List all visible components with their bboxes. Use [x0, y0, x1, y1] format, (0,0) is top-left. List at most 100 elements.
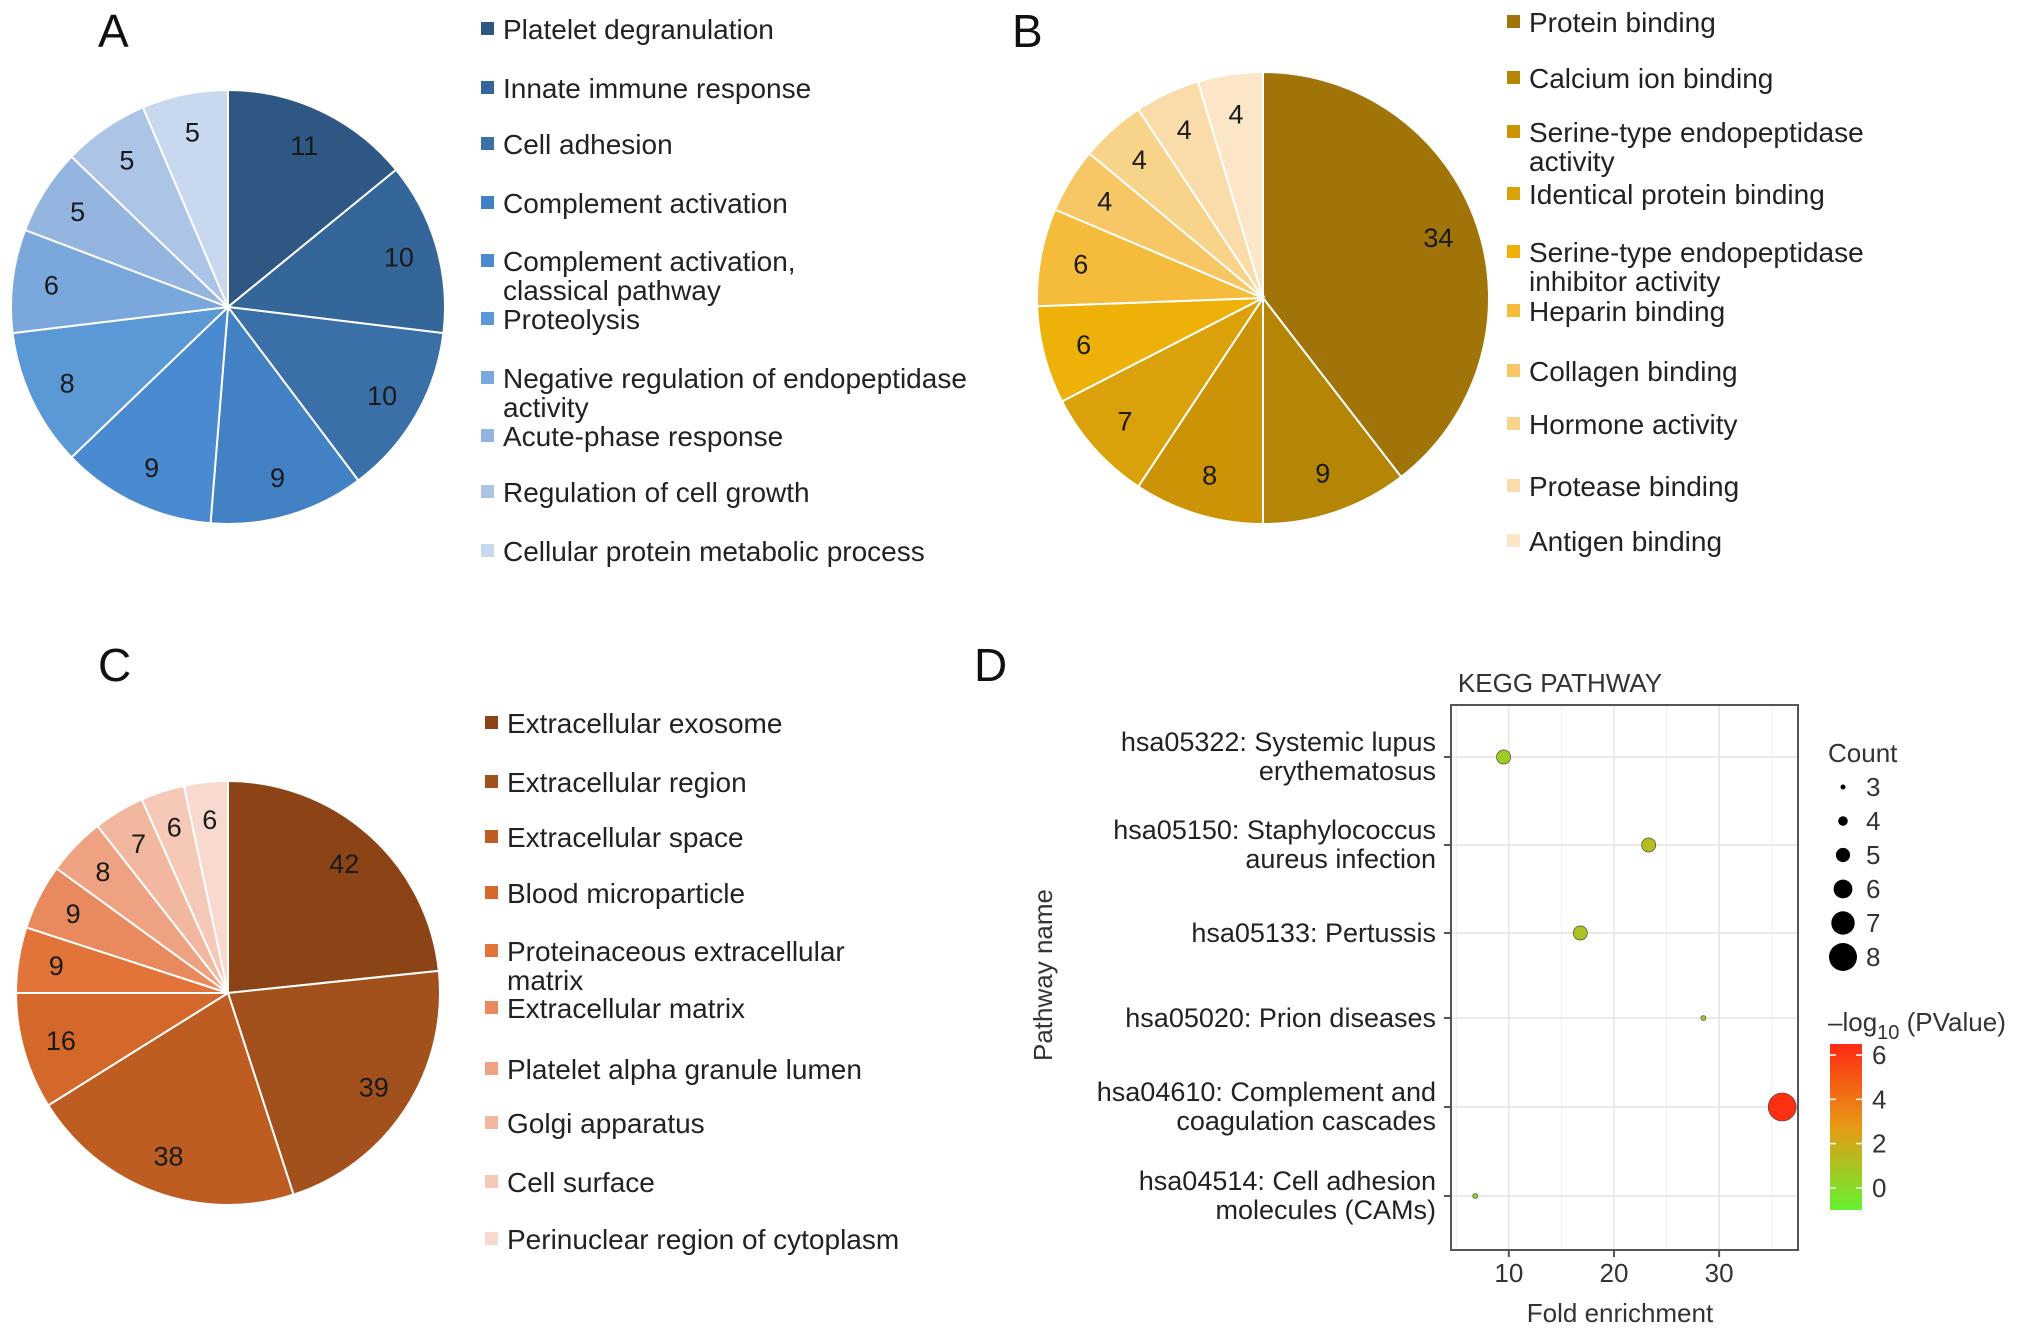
slice-value-label: 4 — [1228, 100, 1243, 130]
color-bar — [1830, 1044, 1862, 1210]
slice-value-label: 5 — [119, 146, 134, 176]
legend-swatch — [485, 944, 498, 957]
pathway-label-line: hsa05150: Staphylococcus — [1113, 815, 1436, 845]
slice-value-label: 10 — [367, 381, 397, 411]
legend-label-line: inhibitor activity — [1529, 266, 1720, 297]
legend-swatch — [1507, 125, 1520, 138]
slice-value-label: 4 — [1177, 115, 1192, 145]
legend-label-line: Blood microparticle — [507, 878, 745, 909]
plot-panel-border — [1450, 704, 1799, 1251]
size-legend-dot — [1829, 943, 1857, 971]
pie-slice — [1262, 70, 1490, 479]
legend-swatch — [485, 830, 498, 843]
slice-value-label: 8 — [1202, 461, 1217, 491]
slice-value-label: 10 — [384, 243, 414, 273]
legend-swatch — [481, 371, 494, 384]
color-legend-title-rest: (PValue) — [1899, 1007, 2005, 1037]
slice-value-label: 6 — [202, 805, 217, 835]
legend-label: Protein binding — [1529, 7, 1716, 38]
legend-label: Regulation of cell growth — [503, 477, 810, 508]
slice-value-label: 9 — [49, 951, 64, 981]
pie-slice — [1262, 295, 1403, 526]
pie-slice — [1136, 294, 1264, 526]
legend-label: Complement activation,classical pathway — [503, 246, 796, 306]
legend-swatch — [1507, 187, 1520, 200]
slice-value-label: 34 — [1423, 223, 1453, 253]
legend-swatch — [481, 544, 494, 557]
legend-label: Cellular protein metabolic process — [503, 536, 925, 567]
pie-slice — [11, 305, 231, 459]
legend-label: Complement activation — [503, 188, 788, 219]
legend-label: Hormone activity — [1529, 409, 1738, 440]
legend-swatch — [481, 22, 494, 35]
slice-value-label: 9 — [270, 463, 285, 493]
legend-label-line: Extracellular matrix — [507, 993, 745, 1024]
pathway-label: hsa05133: Pertussis — [1191, 918, 1436, 948]
size-legend-dot — [1838, 816, 1848, 826]
pie-slice — [70, 304, 230, 525]
color-tick-label: 0 — [1872, 1173, 1886, 1203]
data-point — [1572, 925, 1588, 941]
legend-swatch — [485, 1062, 498, 1075]
legend-swatch — [481, 81, 494, 94]
legend-swatch — [485, 1001, 498, 1014]
size-legend-label: 8 — [1866, 942, 1880, 972]
pathway-label-line: hsa05322: Systemic lupus — [1121, 727, 1436, 757]
slice-value-label: 38 — [153, 1141, 183, 1171]
legend-swatch — [481, 312, 494, 325]
size-legend-dot — [1831, 911, 1855, 935]
legend-label-line: Serine-type endopeptidase — [1529, 237, 1864, 268]
legend-label-line: classical pathway — [503, 275, 721, 306]
legend-label: Antigen binding — [1529, 526, 1722, 557]
legend-label-line: Platelet degranulation — [503, 14, 774, 45]
legend-label-line: Innate immune response — [503, 73, 811, 104]
panel-letter-b: B — [1012, 5, 1043, 57]
legend-swatch — [481, 137, 494, 150]
legend-label-line: Cell adhesion — [503, 129, 673, 160]
legend-label-line: activity — [1529, 146, 1615, 177]
slice-value-label: 4 — [1097, 187, 1112, 217]
legend-label: Cell surface — [507, 1167, 655, 1198]
legend-label: Extracellular exosome — [507, 708, 782, 739]
legend-swatch — [481, 429, 494, 442]
size-legend-label: 6 — [1866, 874, 1880, 904]
slice-value-label: 7 — [131, 829, 146, 859]
slice-value-label: 6 — [167, 813, 182, 843]
legend-swatch — [481, 196, 494, 209]
legend-label-line: Identical protein binding — [1529, 179, 1825, 210]
data-point — [1700, 1015, 1707, 1021]
pathway-label-line: erythematosus — [1259, 756, 1436, 786]
legend-label: Protease binding — [1529, 471, 1739, 502]
pie-slice — [226, 969, 441, 1196]
legend-swatch — [485, 1232, 498, 1245]
legend-label: Golgi apparatus — [507, 1108, 705, 1139]
pie-slice — [1196, 70, 1264, 299]
legend-label-line: Heparin binding — [1529, 296, 1725, 327]
legend-swatch — [481, 485, 494, 498]
data-point — [1767, 1092, 1797, 1122]
legend-label-line: Extracellular space — [507, 822, 744, 853]
legend-label: Blood microparticle — [507, 878, 745, 909]
color-tick-label: 6 — [1872, 1040, 1886, 1070]
legend-label: Extracellular region — [507, 767, 747, 798]
legend-label: Proteolysis — [503, 304, 640, 335]
color-tick-label: 4 — [1872, 1084, 1886, 1114]
legend-label-line: Serine-type endopeptidase — [1529, 117, 1864, 148]
slice-value-label: 6 — [1076, 330, 1091, 360]
legend-label: Acute-phase response — [503, 421, 783, 452]
chart-title: KEGG PATHWAY — [1458, 668, 1662, 698]
pathway-label-line: hsa04610: Complement and — [1097, 1077, 1436, 1107]
legend-label-line: Extracellular exosome — [507, 708, 782, 739]
legend-label-line: matrix — [507, 965, 583, 996]
legend-label-line: Protein binding — [1529, 7, 1716, 38]
bubble-chart-d: KEGG PATHWAY Fold enrichment Pathway nam… — [1028, 668, 2006, 1328]
legend-label: Calcium ion binding — [1529, 63, 1773, 94]
